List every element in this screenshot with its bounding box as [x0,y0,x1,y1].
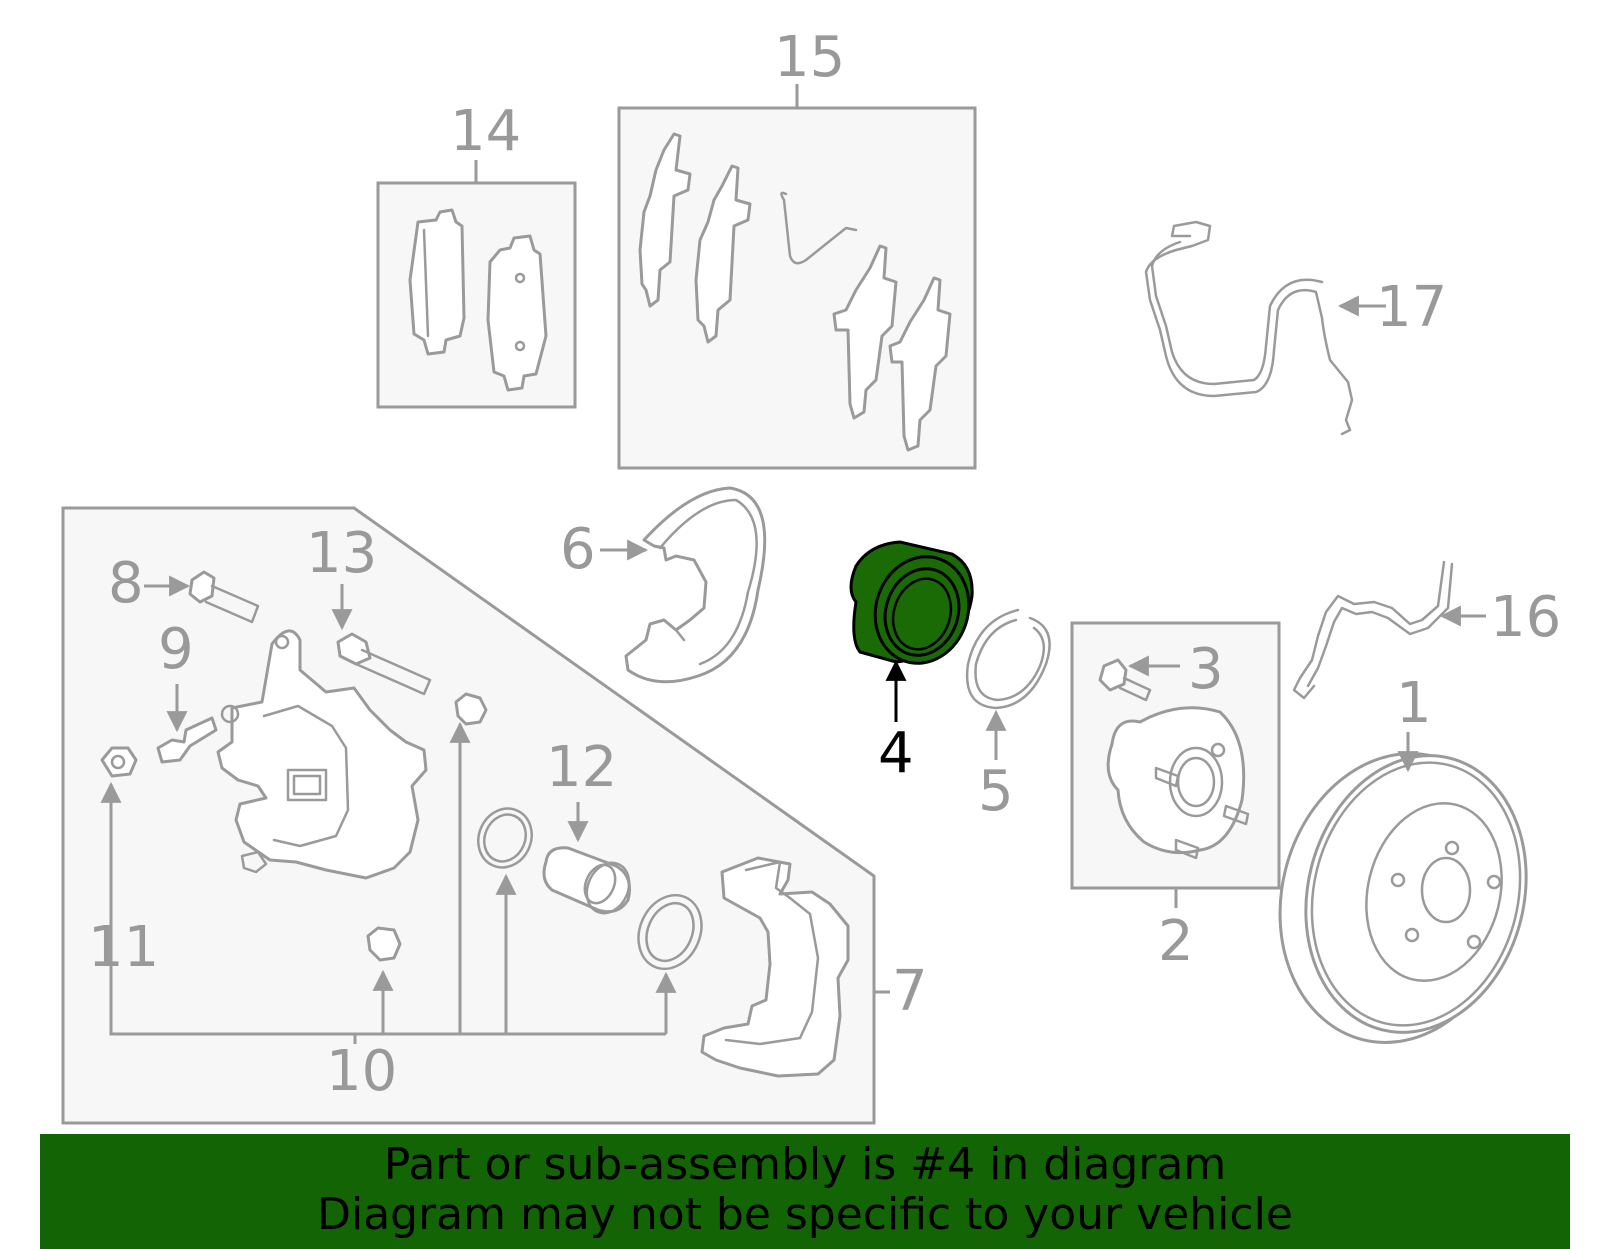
wheel-bearing-4 [849,540,974,722]
callout-11: 11 [88,915,159,980]
callout-8: 8 [108,551,144,616]
callout-12: 12 [546,735,617,800]
callout-7: 7 [892,959,928,1024]
callout-9: 9 [158,617,194,682]
brake-hose-17 [1144,220,1354,436]
callout-2: 2 [1158,909,1194,974]
pad-kit-box-14 [376,160,577,409]
callout-15: 15 [774,25,845,90]
callout-10: 10 [326,1039,397,1104]
snap-ring-5 [965,608,1051,760]
callout-4: 4 [878,721,914,786]
banner-line-part-number: Part or sub-assembly is #4 in diagram [383,1139,1227,1190]
dust-shield-6 [624,486,767,684]
pad-set-box-15 [617,84,977,470]
callout-17: 17 [1376,275,1447,340]
callout-13: 13 [306,521,377,586]
caliper-box-7 [61,506,890,1125]
callout-3: 3 [1188,637,1224,702]
hub-box-2 [1070,621,1281,908]
callout-14: 14 [450,99,521,164]
callout-5: 5 [978,759,1014,824]
brake-rotor-1 [1278,732,1528,1044]
info-banner: Part or sub-assembly is #4 in diagram Di… [40,1134,1570,1249]
brake-hose-16 [1292,560,1486,700]
banner-line-disclaimer: Diagram may not be specific to your vehi… [317,1189,1293,1240]
callout-6: 6 [560,517,596,582]
callout-16: 16 [1490,585,1561,650]
callout-1: 1 [1396,671,1432,736]
